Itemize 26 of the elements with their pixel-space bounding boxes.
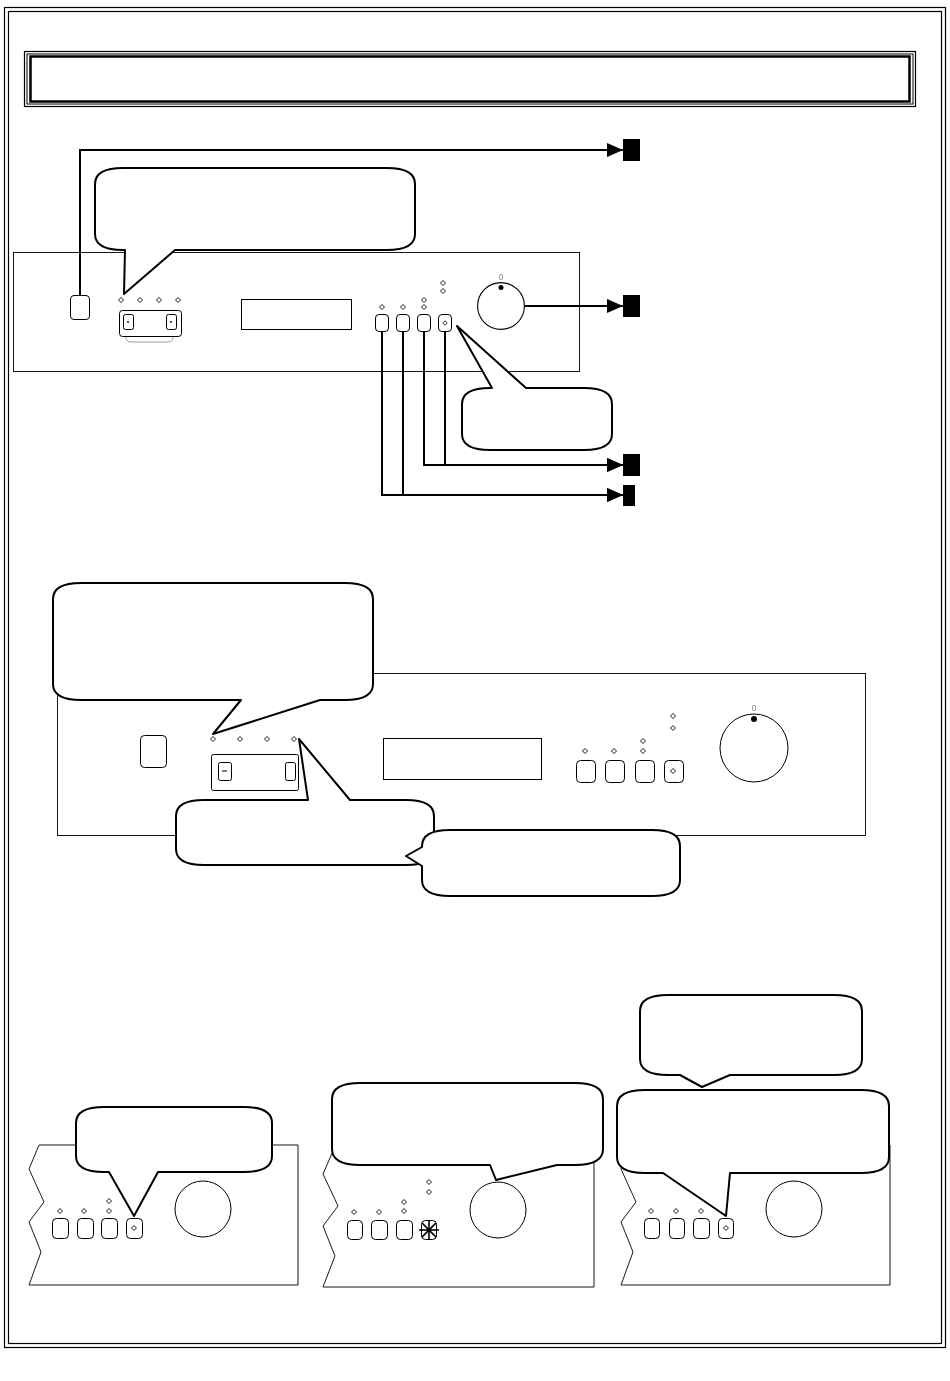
panel-button <box>438 314 452 332</box>
speech-bubble <box>404 828 682 898</box>
dial-mark: 0 <box>498 272 504 282</box>
panel-button <box>396 314 410 332</box>
panel-button <box>417 314 431 332</box>
dial-mark: 0 <box>751 703 757 713</box>
marker-block <box>623 485 635 506</box>
speech-bubble <box>330 1081 605 1182</box>
marker-block <box>623 139 640 161</box>
speech-bubble <box>174 737 436 867</box>
display-window <box>241 299 352 330</box>
speech-bubble <box>93 166 417 296</box>
speech-bubble <box>455 324 614 452</box>
speech-bubble <box>51 581 375 736</box>
marker-block <box>623 454 640 476</box>
control-panel <box>13 252 580 372</box>
arrow <box>524 299 624 313</box>
rotary-knob <box>477 282 525 330</box>
panel-button <box>375 314 389 332</box>
marker-block <box>623 295 640 317</box>
display-window <box>383 738 542 780</box>
speech-bubble <box>74 1105 274 1218</box>
speech-bubble <box>638 993 864 1089</box>
panel-button <box>70 295 90 320</box>
speech-bubble <box>615 1088 891 1218</box>
arrow <box>79 143 624 296</box>
